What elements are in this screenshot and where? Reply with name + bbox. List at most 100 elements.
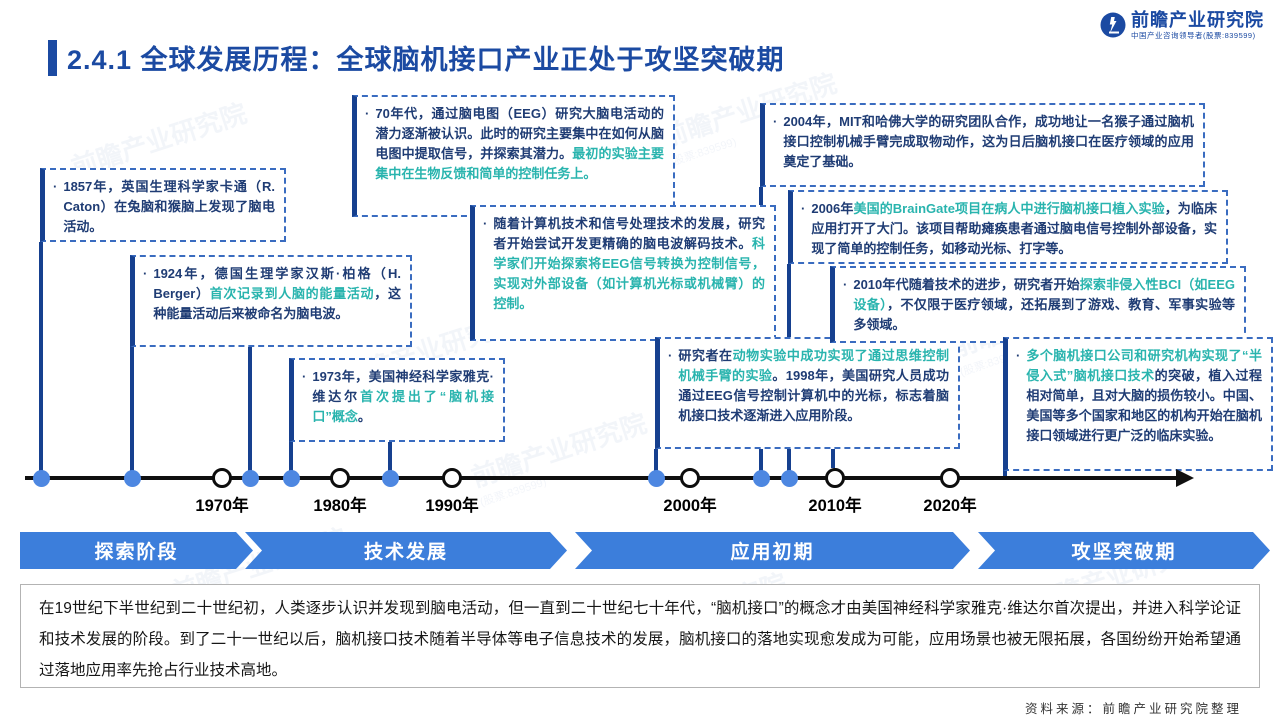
event-card-inner: · 2010年代随着技术的进步，研究者开始探索非侵入性BCI（如EEG设备），不仅… [843,275,1235,335]
event-text-segment: ，这种能量活动后来被命名为脑电波。 [153,286,401,321]
timeline-dot [753,470,770,487]
timeline-dot [648,470,665,487]
timeline-event-card: · 研究者在动物实验中成功实现了通过思维控制机械手臂的实验。1998年，美国研究人… [655,337,960,449]
timeline-dot [382,470,399,487]
timeline-event-card: · 1924年，德国生理学家汉斯·柏格（H. Berger）首次记录到人脑的能量活… [130,255,412,347]
timeline-dot [124,470,141,487]
event-card-inner: · 1973年，美国神经科学家雅克·维达尔首次提出了“脑机接口”概念。 [302,367,494,427]
event-text-segment: 的突破，植入过程相对简单，且对大脑的损伤较小。中国、美国等多个国家和地区的机构开… [1026,368,1262,443]
timeline-year-label: 1990年 [425,497,479,515]
phase-label: 攻坚突破期 [1071,542,1177,563]
event-bullet: · [143,266,148,281]
timeline-year-label: 2010年 [808,497,862,515]
phase-chevron-4: 攻坚突破期 [978,532,1270,569]
event-bullet: · [668,348,673,363]
timeline-year-marker [212,468,232,488]
timeline-event-card: · 2010年代随着技术的进步，研究者开始探索非侵入性BCI（如EEG设备），不仅… [830,266,1246,343]
event-text-segment: 70年代，通过脑电图（EEG）研究大脑电活动的潜力逐渐被认识。此时的研究主要集中… [375,106,664,161]
timeline-dot [781,470,798,487]
event-text: 70年代，通过脑电图（EEG）研究大脑电活动的潜力逐渐被认识。此时的研究主要集中… [375,104,664,184]
event-text-highlight: 最初的实验主要集中在生物反馈和简单的控制任务上。 [375,146,664,181]
timeline-connector [289,442,293,478]
event-card-inner: · 70年代，通过脑电图（EEG）研究大脑电活动的潜力逐渐被认识。此时的研究主要集… [365,104,664,184]
timeline-connector [388,442,392,478]
event-card-inner: · 多个脑机接口公司和研究机构实现了“半侵入式”脑机接口技术的突破，植入过程相对简… [1016,346,1262,446]
summary-panel: 在19世纪下半世纪到二十世纪初，人类逐步认识并发现到脑电活动，但一直到二十世纪七… [20,584,1260,688]
event-text-segment: 随着计算机技术和信号处理技术的发展，研究者开始尝试开发更精确的脑电波解码技术。 [493,216,765,251]
event-text: 1857年，英国生理科学家卡通（R. Caton）在兔脑和猴脑上发现了脑电活动。 [63,177,275,237]
event-bullet: · [773,114,778,129]
phase-label: 探索阶段 [94,542,179,563]
event-text-segment: 1857年，英国生理科学家卡通（R. Caton）在兔脑和猴脑上发现了脑电活动。 [63,179,275,234]
page-title: 2.4.1 全球发展历程：全球脑机接口产业正处于攻坚突破期 [67,45,785,75]
timeline-axis-arrowhead [1176,469,1194,487]
timeline-year-label: 2000年 [663,497,717,515]
company-logo: 前瞻产业研究院 中国产业咨询领导者(股票:839599) [1100,10,1264,41]
header: 2.4.1 全球发展历程：全球脑机接口产业正处于攻坚突破期 [48,38,785,77]
timeline-event-card: · 1857年，英国生理科学家卡通（R. Caton）在兔脑和猴脑上发现了脑电活动… [40,168,286,242]
timeline-event-card: · 2004年，MIT和哈佛大学的研究团队合作，成功地让一名猴子通过脑机接口控制机… [760,103,1205,187]
timeline-year-label: 1970年 [195,497,249,515]
event-bullet: · [1016,348,1021,363]
event-card-inner: · 1857年，英国生理科学家卡通（R. Caton）在兔脑和猴脑上发现了脑电活动… [53,177,275,237]
event-bullet: · [365,106,370,121]
event-bullet: · [53,179,58,194]
timeline-year-marker [680,468,700,488]
logo-name: 前瞻产业研究院 [1131,10,1264,30]
phase-chevron-2: 技术发展 [245,532,567,569]
event-text: 2004年，MIT和哈佛大学的研究团队合作，成功地让一名猴子通过脑机接口控制机械… [783,112,1194,172]
event-text-highlight: 动物实验中成功实现了通过思维控制机械手臂的实验 [678,348,949,383]
timeline-connector [654,449,658,478]
phase-label: 技术发展 [363,542,448,563]
event-text-segment: 。1998年，美国研究人员成功通过EEG信号控制计算机中的光标，标志着脑机接口技… [678,368,949,423]
event-text: 研究者在动物实验中成功实现了通过思维控制机械手臂的实验。1998年，美国研究人员… [678,346,949,426]
event-text: 2006年美国的BrainGate项目在病人中进行脑机接口植入实验，为临床应用打… [811,199,1217,259]
event-card-inner: · 研究者在动物实验中成功实现了通过思维控制机械手臂的实验。1998年，美国研究人… [668,346,949,426]
timeline-event-card: · 70年代，通过脑电图（EEG）研究大脑电活动的潜力逐渐被认识。此时的研究主要集… [352,95,675,217]
event-text-highlight: 多个脑机接口公司和研究机构实现了“半侵入式”脑机接口技术 [1026,348,1262,383]
timeline-year-marker [330,468,350,488]
event-text-segment: 2006年 [811,201,854,216]
timeline-event-card: · 随着计算机技术和信号处理技术的发展，研究者开始尝试开发更精确的脑电波解码技术。… [470,205,776,341]
timeline-year-marker [940,468,960,488]
event-bullet: · [843,277,848,292]
event-text-segment: 研究者在 [678,348,733,363]
event-text-segment: 2004年，MIT和哈佛大学的研究团队合作，成功地让一名猴子通过脑机接口控制机械… [783,114,1194,169]
timeline-year-label: 1980年 [313,497,367,515]
timeline-connector [130,347,134,478]
source-note: 资料来源：前瞻产业研究院整理 [1024,702,1242,716]
event-text-segment: ，不仅限于医疗领域，还拓展到了游戏、教育、军事实验等多领域。 [853,297,1235,332]
timeline-event-card: · 2006年美国的BrainGate项目在病人中进行脑机接口植入实验，为临床应用… [788,190,1228,264]
event-text-segment: 。 [357,409,371,424]
timeline-event-card: · 多个脑机接口公司和研究机构实现了“半侵入式”脑机接口技术的突破，植入过程相对简… [1003,337,1273,471]
event-card-inner: · 2006年美国的BrainGate项目在病人中进行脑机接口植入实验，为临床应用… [801,199,1217,259]
event-text-highlight: 首次提出了“脑机接口”概念 [312,389,494,424]
event-card-inner: · 2004年，MIT和哈佛大学的研究团队合作，成功地让一名猴子通过脑机接口控制机… [773,112,1194,172]
event-text-segment: ，为临床应用打开了大门。该项目帮助瘫痪患者通过脑电信号控制外部设备，实现了简单的… [811,201,1217,256]
timeline-event-card: · 1973年，美国神经科学家雅克·维达尔首次提出了“脑机接口”概念。 [289,358,505,442]
logo-tagline: 中国产业咨询领导者(股票:839599) [1131,31,1256,40]
timeline-connector [1003,471,1007,478]
event-text-highlight: 首次记录到人脑的能量活动 [209,286,375,301]
timeline-axis [25,476,1180,480]
phase-chevron-3: 应用初期 [575,532,970,569]
event-bullet: · [801,201,806,216]
phase-label: 应用初期 [730,542,815,563]
event-text-segment: 1924年，德国生理学家汉斯·柏格（H. Berger） [153,266,401,301]
timeline-connector [39,242,43,478]
lighthouse-icon [1100,12,1126,38]
event-text: 多个脑机接口公司和研究机构实现了“半侵入式”脑机接口技术的突破，植入过程相对简单… [1026,346,1262,446]
event-text: 1924年，德国生理学家汉斯·柏格（H. Berger）首次记录到人脑的能量活动… [153,264,401,324]
event-text-segment: 1973年，美国神经科学家雅克·维达尔 [312,369,494,404]
event-bullet: · [483,216,488,231]
timeline-year-label: 2020年 [923,497,977,515]
phase-chevron-1: 探索阶段 [20,532,253,569]
title-accent-bar [48,39,57,76]
event-bullet: · [302,369,307,384]
timeline-year-marker [825,468,845,488]
timeline-connector [248,347,252,478]
event-text: 2010年代随着技术的进步，研究者开始探索非侵入性BCI（如EEG设备），不仅限… [853,275,1235,335]
event-text-highlight: 科学家们开始探索将EEG信号转换为控制信号，实现对外部设备（如计算机光标或机械臂… [493,236,765,311]
timeline-dot [283,470,300,487]
